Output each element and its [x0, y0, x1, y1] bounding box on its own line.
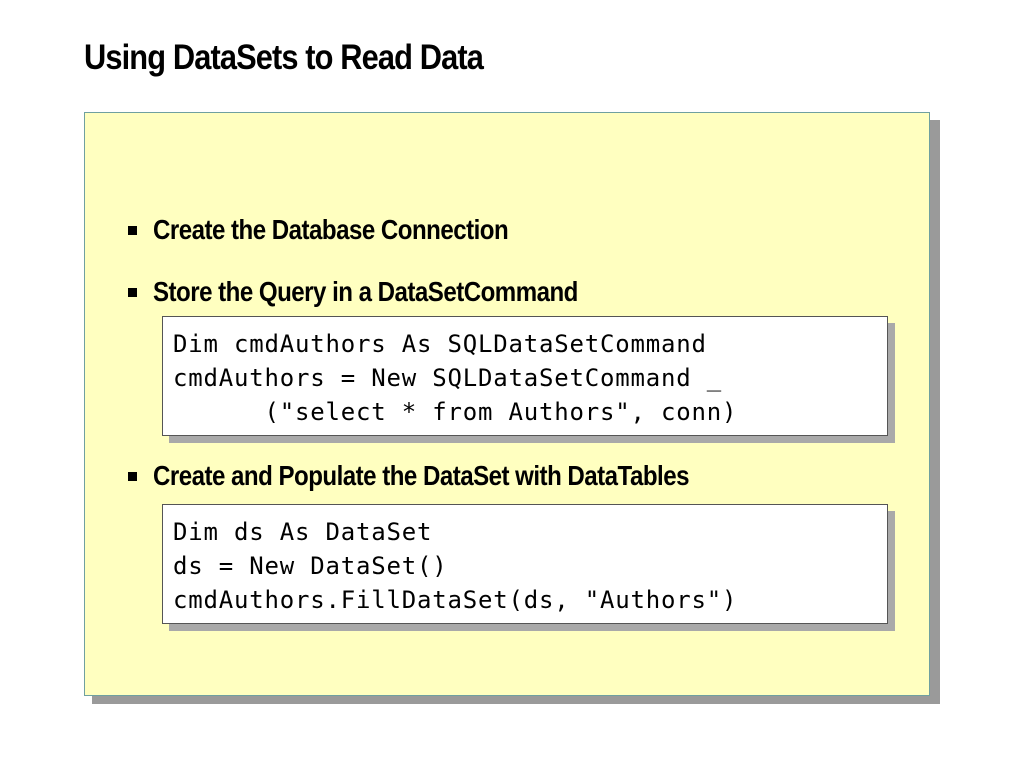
bullet-text: Create the Database Connection: [153, 214, 509, 245]
bullet-text: Store the Query in a DataSetCommand: [153, 276, 578, 307]
bullet-item-connection: Create the Database Connection: [128, 214, 566, 246]
code-line: ds = New DataSet(): [173, 552, 448, 580]
bullet-item-dataset: Create and Populate the DataSet with Dat…: [128, 460, 776, 492]
square-bullet-icon: [128, 225, 137, 235]
bullet-text: Create and Populate the DataSet with Dat…: [153, 460, 689, 491]
bullet-item-query: Store the Query in a DataSetCommand: [128, 276, 647, 308]
code-line: Dim ds As DataSet: [173, 518, 433, 546]
code-line: cmdAuthors.FillDataSet(ds, "Authors"): [173, 586, 738, 614]
code-line: Dim cmdAuthors As SQLDataSetCommand: [173, 330, 707, 358]
code-block-dataset: Dim ds As DataSet ds = New DataSet() cmd…: [162, 504, 888, 624]
code-line: cmdAuthors = New SQLDataSetCommand _: [173, 364, 722, 392]
code-block-command: Dim cmdAuthors As SQLDataSetCommand cmdA…: [162, 316, 888, 436]
slide-title: Using DataSets to Read Data: [84, 38, 484, 77]
square-bullet-icon: [128, 287, 137, 297]
code-line: ("select * from Authors", conn): [173, 398, 738, 426]
square-bullet-icon: [128, 471, 137, 481]
